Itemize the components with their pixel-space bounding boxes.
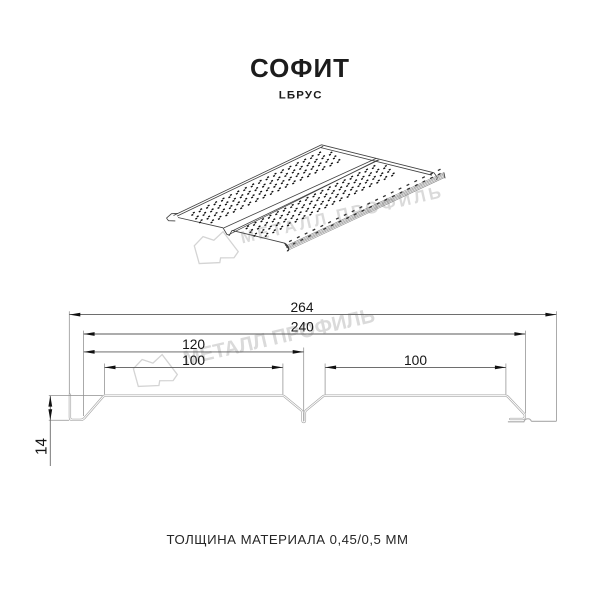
svg-text:ТОЛЩИНА МАТЕРИАЛА 0,45/0,5 ММ: ТОЛЩИНА МАТЕРИАЛА 0,45/0,5 ММ: [167, 532, 409, 547]
svg-text:14: 14: [34, 438, 51, 456]
svg-text:120: 120: [182, 337, 205, 352]
svg-text:264: 264: [290, 300, 313, 315]
svg-text:LБРУС: LБРУС: [279, 89, 323, 101]
svg-text:240: 240: [291, 319, 314, 334]
svg-text:СОФИТ: СОФИТ: [250, 53, 350, 83]
svg-text:100: 100: [404, 353, 427, 368]
svg-text:100: 100: [182, 353, 205, 368]
